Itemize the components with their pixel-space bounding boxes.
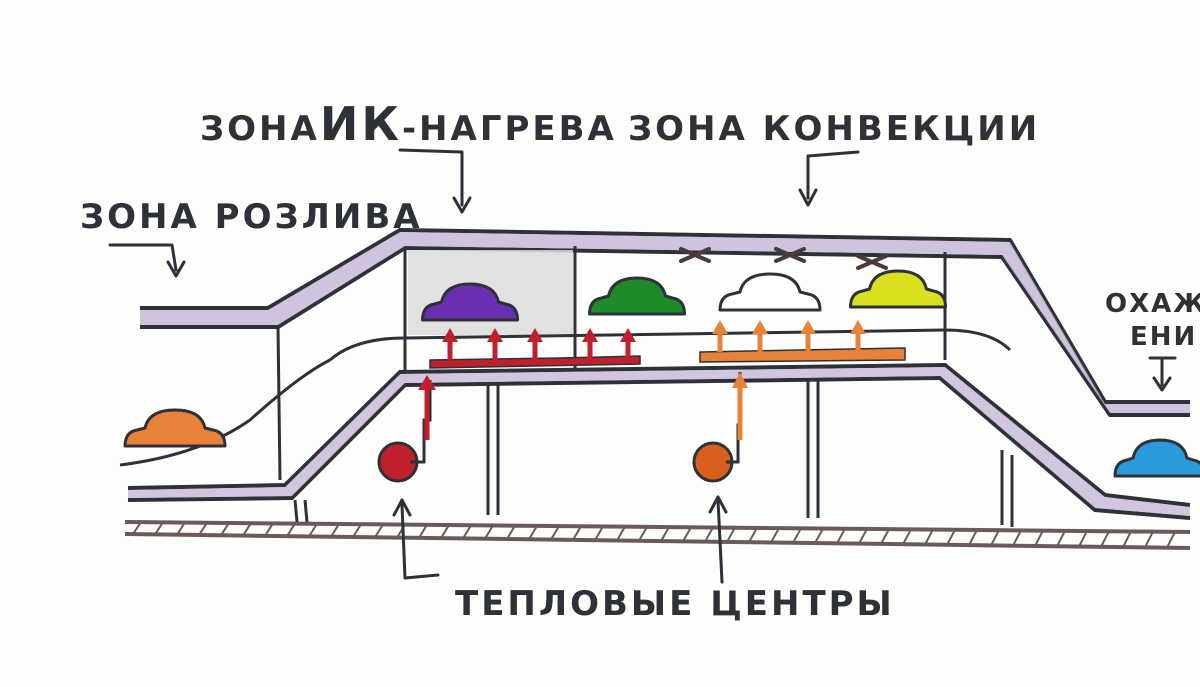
arrow-zone-filling	[108, 243, 178, 272]
oven-housing	[140, 228, 1190, 417]
arrow-zone-ir	[398, 148, 464, 207]
arrow-zone-convection	[806, 150, 860, 200]
arrow-zone-cooling	[1148, 356, 1177, 387]
zone-ir-label: ЗОНАИК-НАГРЕВА	[200, 97, 617, 151]
floor-rail	[124, 520, 1191, 550]
zone-convection-label: ЗОНА КОНВЕКЦИИ	[628, 109, 1040, 149]
arrow-heat-center-ir	[400, 503, 440, 580]
convection-heater	[699, 320, 906, 363]
housing-roof-fill	[140, 232, 1190, 413]
item-green	[588, 276, 686, 316]
item-purple	[421, 282, 519, 322]
support-posts	[293, 380, 1014, 527]
fan-icon	[679, 247, 888, 270]
heat-centers-label: ТЕПЛОВЫЕ ЦЕНТРЫ	[455, 584, 895, 624]
arrow-heat-center-convection	[716, 498, 724, 584]
item-yellow	[849, 269, 947, 309]
item-blue	[1113, 438, 1200, 478]
zone-filling-label: ЗОНА РОЗЛИВА	[80, 197, 423, 237]
products	[123, 269, 1200, 478]
conveyor-belt	[119, 358, 1191, 520]
zone-cooling-label-2: ЕНИ	[1130, 322, 1197, 352]
zone-cooling-label-1: ОХАЖД	[1105, 289, 1200, 319]
item-orange	[123, 408, 227, 448]
ir-heater	[429, 328, 641, 369]
item-white	[718, 272, 822, 312]
convection-heat-center	[692, 372, 748, 483]
ir-heat-center	[377, 375, 436, 483]
